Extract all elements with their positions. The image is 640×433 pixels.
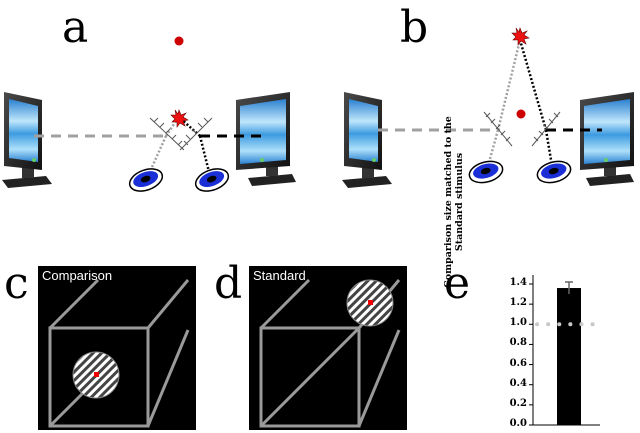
y-tick-label: 0.6 [509, 357, 527, 369]
stereoscope-diagrams [2, 27, 634, 192]
standard-stimulus: Standard [249, 266, 407, 430]
y-tick-label: 1.4 [509, 277, 527, 288]
panel-label-a: a [62, 2, 89, 53]
bar [557, 288, 581, 425]
y-tick-label: 1.0 [509, 317, 527, 329]
left-monitor-icon [2, 92, 52, 188]
right-eye-icon [536, 160, 572, 184]
right-eye-icon [194, 168, 230, 192]
setup-b [342, 27, 634, 188]
right-monitor-icon [580, 92, 634, 186]
fixation-star-icon [511, 27, 530, 46]
left-mirror-icon [149, 117, 185, 151]
left-eye-icon [128, 168, 164, 192]
fixation-dot-icon [516, 109, 526, 119]
fixation-point-icon [94, 372, 99, 377]
fixation-dot-icon [174, 36, 184, 46]
setup-a [2, 36, 296, 192]
comparison-cube [48, 278, 190, 428]
panel-label-b: b [400, 2, 429, 53]
y-tick-label: 0.2 [509, 397, 527, 409]
panel-label-e: e [444, 258, 471, 309]
y-tick-label: 0.8 [509, 337, 527, 349]
fixation-star-icon [170, 109, 189, 128]
comparison-stimulus: Comparison [38, 266, 196, 430]
right-mirror-icon [531, 111, 561, 147]
standard-cube [259, 278, 401, 428]
left-monitor-icon [342, 92, 392, 188]
panel-label-c: c [4, 258, 29, 309]
right-mirror-icon [179, 117, 213, 151]
y-tick-label: 0.0 [509, 418, 527, 429]
y-tick-label: 1.2 [509, 297, 527, 309]
right-monitor-icon [236, 92, 296, 186]
panel-label-d: d [214, 258, 243, 309]
left-mirror-icon [483, 111, 513, 147]
y-tick-label: 0.4 [509, 377, 527, 389]
left-eye-icon [468, 160, 504, 184]
fixation-point-icon [368, 300, 373, 305]
standard-label: Standard [253, 268, 306, 283]
comparison-label: Comparison [42, 268, 113, 283]
